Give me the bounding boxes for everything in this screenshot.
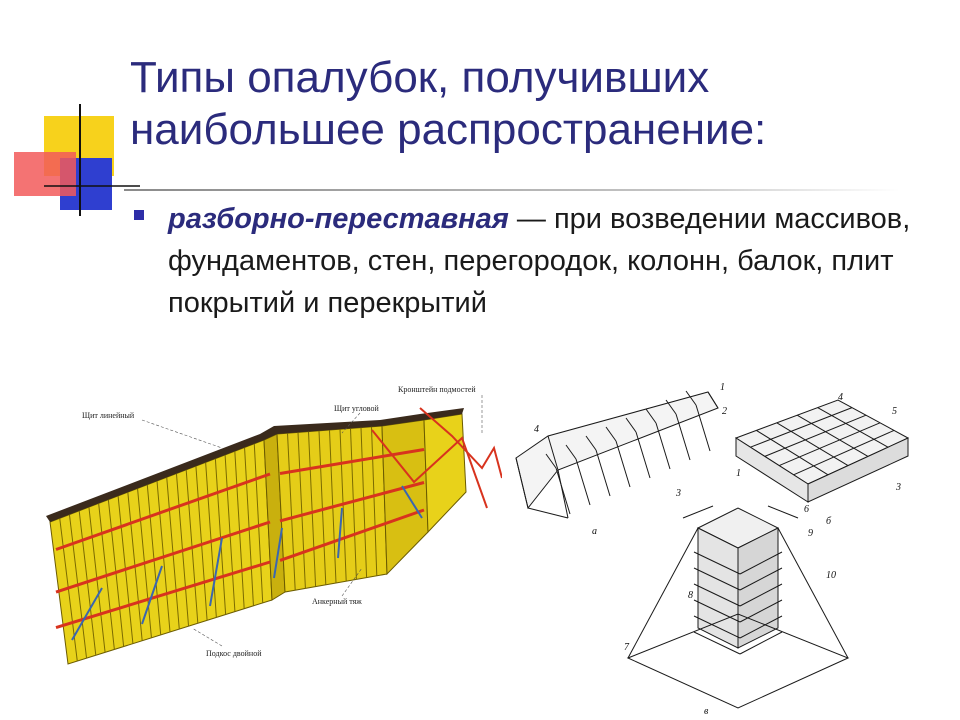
label-anchor-tie: Анкерный тяж (312, 597, 362, 606)
drawing-v (626, 505, 850, 709)
num-6b: 6 (804, 504, 809, 515)
title-line-1: Типы опалубок, получивших (130, 53, 710, 102)
bullet-text: — при возведении массивов, фундаментов, … (168, 203, 911, 319)
title-line-2: наибольшее распространение: (130, 105, 767, 154)
scaffold-brackets (419, 407, 502, 479)
num-3a: 3 (675, 488, 681, 499)
formwork-panels (46, 408, 467, 665)
drawing-b (734, 399, 910, 503)
label-scaffold-brackets: Кронштейн подмостей (398, 385, 476, 394)
num-1b: 1 (736, 468, 741, 479)
label-corner-panel: Щит угловой (334, 404, 379, 413)
num-9: 9 (808, 528, 813, 539)
formwork-technical-drawings: 1 2 4 3 а 4 5 1 3 6 б 9 10 8 7 в (515, 382, 910, 717)
num-2a: 2 (722, 406, 727, 417)
corner-decoration (14, 104, 140, 216)
num-3b: 3 (895, 482, 901, 493)
label-brace: Подкос двойной (206, 649, 262, 658)
label-subfigure-a: а (592, 526, 597, 537)
bullet-paragraph: разборно-переставная — при возведении ма… (168, 198, 928, 324)
drawing-a (515, 390, 719, 519)
num-8: 8 (688, 590, 693, 601)
num-5b: 5 (892, 406, 897, 417)
num-10: 10 (826, 570, 836, 581)
num-1a: 1 (720, 382, 725, 393)
wall-formwork-illustration: Щит линейный Щит угловой Кронштейн подмо… (46, 385, 502, 665)
num-4b: 4 (838, 392, 843, 403)
title-divider (124, 189, 900, 191)
label-subfigure-b: б (826, 516, 832, 527)
bullet-term: разборно-переставная (168, 203, 509, 235)
label-subfigure-v: в (704, 706, 709, 717)
num-7: 7 (624, 642, 630, 653)
bullet-square-icon (134, 210, 144, 220)
label-linear-panel: Щит линейный (82, 411, 135, 420)
page-title: Типы опалубок, получивших наибольшее рас… (130, 52, 930, 156)
num-4a: 4 (534, 424, 539, 435)
